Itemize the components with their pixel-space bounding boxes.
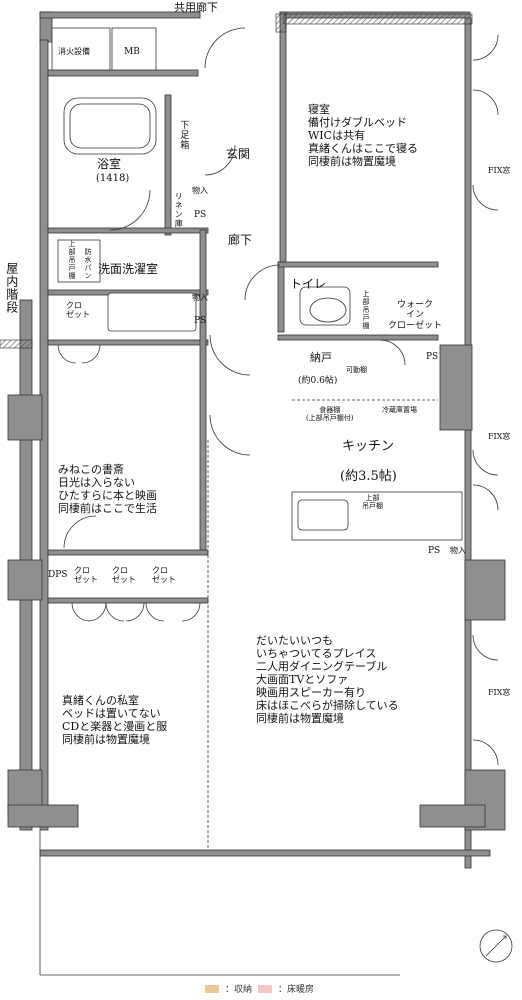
kitchen-label: キッチン: [342, 439, 395, 454]
note-line: 真緒くんはここで寝る: [308, 142, 418, 155]
note-line: ベッドは置いてない: [62, 707, 161, 720]
storage-swatch: [205, 984, 219, 993]
pantry-label: 納戸: [310, 351, 332, 364]
storage-b-label: 物入: [192, 293, 208, 302]
note-line: 大画面TVとソファ: [256, 673, 349, 686]
legend-floor-heat: ：床暖房: [278, 985, 315, 995]
pantry-size-label: (約0.6帖): [298, 376, 338, 386]
bath-label: 浴室: [97, 157, 122, 171]
common-corridor-label: 共用廊下: [174, 1, 218, 14]
floor-heat-swatch: [258, 984, 273, 993]
note-line: 備付けダブルベッド: [308, 116, 407, 129]
waterpan-label: 防水パン: [84, 248, 93, 280]
food-shelf-label: 食器棚 (上部吊戸棚付): [306, 406, 354, 423]
note-line: いちゃついてるプレイス: [256, 647, 377, 660]
study-note: みねこの書斎 日光は入らない ひたすらに本と映画 同棲前はここで生活: [58, 463, 157, 515]
living-note: だいたいいつも いちゃついてるプレイス 二人用ダイニングテーブル 大画面TVとソ…: [256, 634, 399, 725]
note-line: 同棲前は物置魔境: [256, 712, 344, 725]
note-line: 真緒くんの私室: [62, 694, 139, 707]
wic-label: ウォーク イン クローゼット: [388, 300, 443, 331]
dps-label: DPS: [48, 570, 68, 580]
ps-b-label: PS: [194, 316, 207, 326]
ps-a-label: PS: [194, 210, 207, 220]
note-line: 二人用ダイニングテーブル: [256, 660, 388, 673]
note-line: ひたすらに本と映画: [58, 489, 157, 502]
hatched-walls: [0, 13, 473, 349]
washroom-label: 洗面洗濯室: [98, 262, 159, 276]
kitchen-size-label: (約3.5帖): [340, 469, 397, 484]
bath-size-label: (1418): [96, 173, 130, 184]
kitchen-upper-label: 上部 吊戸棚: [362, 494, 383, 511]
closet-d-label: クロ ゼット: [152, 566, 176, 585]
mb-label: MB: [124, 47, 140, 57]
closet-a-label: クロ ゼット: [66, 301, 90, 320]
fridge-label: 冷蔵庫置場: [382, 406, 417, 414]
note-line: 床はほこべらが掃除している: [256, 699, 399, 712]
wash-upper-label: 上部吊戸棚: [68, 240, 77, 280]
fix-window-3-label: FIX窓: [488, 688, 511, 697]
note-line: 日光は入らない: [58, 476, 135, 489]
legend-storage: ：収納: [225, 985, 253, 995]
exterior-walls: [7, 11, 506, 869]
note-line: WICは共有: [308, 129, 366, 142]
note-line: 映画用スピーカー有り: [256, 686, 366, 699]
closet-c-label: クロ ゼット: [112, 566, 136, 585]
fix-window-1-label: FIX窓: [488, 166, 511, 175]
hall-label: 廊下: [228, 233, 253, 247]
fire-equipment-label: 消火設備: [58, 47, 90, 56]
toilet-label: トイレ: [290, 277, 327, 291]
note-line: 寝室: [308, 103, 330, 116]
shoebox-label: 下足箱: [178, 120, 189, 150]
note-line: 同棲前はここで生活: [58, 502, 157, 515]
note-line: みねこの書斎: [58, 463, 124, 476]
fixtures: [39, 27, 513, 976]
storage-a-label: 物入: [192, 186, 208, 195]
toilet-upper-label: 上部吊戸棚: [362, 290, 371, 330]
private-room-note: 真緒くんの私室 ベッドは置いてない CDと楽器と漫画と服 同棲前は物置魔境: [62, 694, 167, 746]
fix-window-2-label: FIX窓: [488, 432, 511, 441]
ps-c-label: PS: [426, 352, 439, 362]
storage-c-label: 物入: [450, 546, 466, 555]
note-line: 同棲前は物置魔境: [62, 733, 150, 746]
bedroom-note: 寝室 備付けダブルベッド WICは共有 真緒くんはここで寝る 同棲前は物置魔境: [308, 103, 418, 168]
stairs-label: 屋内階段: [4, 262, 19, 314]
movable-shelf-label: 可動棚: [346, 366, 367, 374]
legend: ：収納 ：床暖房: [205, 982, 314, 995]
note-line: 同棲前は物置魔境: [308, 155, 396, 168]
note-line: CDと楽器と漫画と服: [62, 720, 168, 733]
linen-label: リネン庫: [174, 192, 184, 228]
note-line: だいたいいつも: [256, 634, 333, 647]
entrance-label: 玄関: [226, 147, 251, 161]
ps-d-label: PS: [428, 546, 441, 556]
closet-b-label: クロ ゼット: [74, 566, 98, 585]
